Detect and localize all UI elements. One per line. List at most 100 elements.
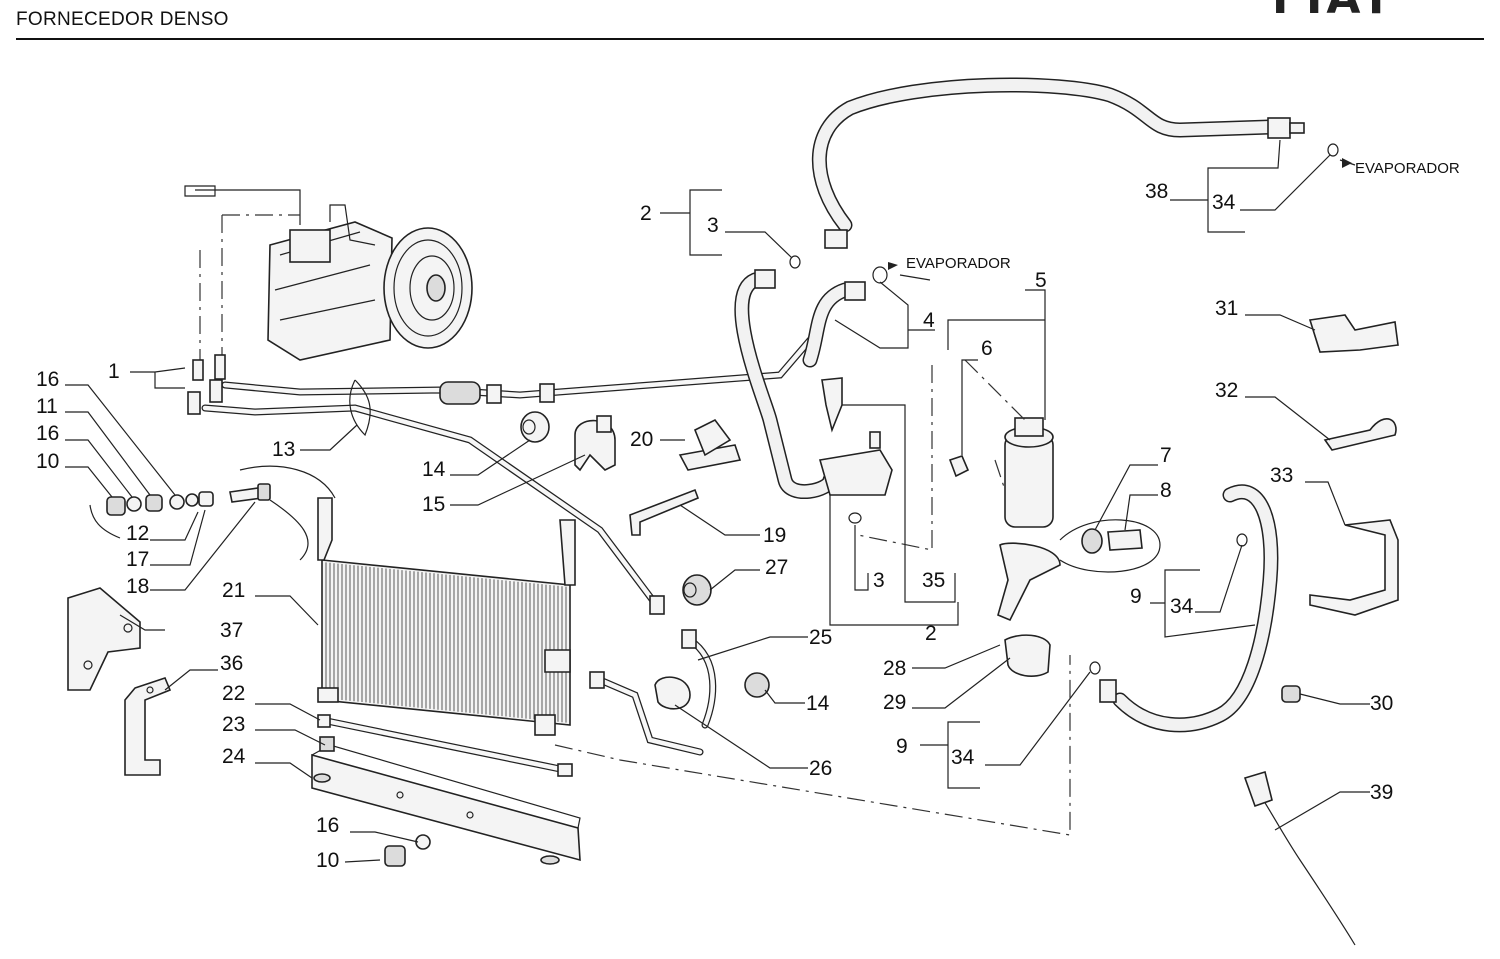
callout-20: 20: [630, 428, 653, 451]
callout-24: 24: [222, 745, 246, 768]
grommet-14-top: [520, 411, 550, 443]
callout-34: 34: [951, 746, 975, 769]
arrow-right-icon: [1342, 158, 1352, 168]
evaporador-label: EVAPORADOR: [1355, 160, 1460, 177]
callout-35: 35: [922, 569, 945, 592]
bracket-28: [997, 542, 1061, 622]
callout-38: 38: [1145, 180, 1168, 203]
bracket-36: [124, 677, 172, 776]
callout-25: 25: [809, 626, 832, 649]
callout-26: 26: [809, 757, 832, 780]
bolt-8: [1107, 529, 1143, 551]
callout-13: 13: [272, 438, 295, 461]
sensor-cable-39: [1243, 770, 1356, 946]
clip-31: [1308, 314, 1399, 353]
fitting-22: [317, 714, 331, 728]
nut-10-bottom: [384, 845, 406, 867]
callout-39: 39: [1370, 781, 1393, 804]
callout-33: 33: [1270, 464, 1293, 487]
pipe-clamp: [349, 379, 371, 437]
fiat-logo: FIAT: [1272, 0, 1392, 22]
bracket-33: [1309, 519, 1399, 616]
callout-34: 34: [1170, 595, 1194, 618]
callout-10: 10: [36, 450, 59, 473]
callout-27: 27: [765, 556, 788, 579]
callout-19: 19: [763, 524, 786, 547]
callout-37: 37: [220, 619, 243, 642]
oring-3-bottom: [848, 512, 862, 524]
callout-22: 22: [222, 682, 245, 705]
callout-6: 6: [981, 337, 993, 360]
callout-16: 16: [316, 814, 339, 837]
callout-3: 3: [707, 214, 719, 237]
callout-9: 9: [1130, 585, 1142, 608]
washer-7: [1081, 528, 1103, 554]
header-rule: [16, 38, 1484, 40]
leader-lines: [65, 139, 1370, 863]
drier-centerline: [857, 359, 1026, 551]
fittings-left-group: [89, 465, 336, 561]
callout-30: 30: [1370, 692, 1393, 715]
page-title: FORNECEDOR DENSO: [16, 9, 229, 30]
callout-34: 34: [1212, 191, 1236, 214]
compressor-centerline: [199, 214, 300, 360]
callout-31: 31: [1215, 297, 1238, 320]
callout-16: 16: [36, 368, 59, 391]
callout-32: 32: [1215, 379, 1238, 402]
callout-9: 9: [896, 735, 908, 758]
callout-7: 7: [1160, 444, 1172, 467]
detail-callout-7-8: [1059, 519, 1161, 573]
clamp-15: [574, 415, 616, 472]
callout-18: 18: [126, 575, 149, 598]
grommet-30: [1281, 685, 1301, 703]
bushing-23: [319, 736, 335, 752]
callout-12: 12: [126, 522, 149, 545]
condenser: [317, 497, 576, 736]
bracket-37: [67, 587, 141, 691]
callout-36: 36: [220, 652, 243, 675]
bracket-19: [629, 488, 700, 536]
oring-34-mid: [1236, 533, 1248, 547]
callout-3: 3: [873, 569, 885, 592]
washer-16-bottom: [415, 834, 431, 850]
hose-2-assembly: [734, 269, 893, 500]
band-29: [1004, 634, 1051, 677]
callout-4: 4: [923, 309, 935, 332]
callout-2: 2: [640, 202, 652, 225]
callout-29: 29: [883, 691, 906, 714]
compressor: [184, 185, 473, 361]
grommet-14-bottom: [744, 672, 770, 698]
oring-34-top: [1327, 143, 1339, 157]
callout-11: 11: [36, 395, 58, 418]
callout-14: 14: [422, 458, 446, 481]
oring-4: [872, 266, 888, 284]
callout-10: 10: [316, 849, 339, 872]
callout-2: 2: [925, 622, 937, 645]
receiver-drier: [1004, 417, 1054, 528]
evaporador-label: EVAPORADOR: [906, 255, 1011, 272]
callout-28: 28: [883, 657, 906, 680]
callout-15: 15: [422, 493, 445, 516]
clamp-26: [654, 676, 691, 710]
hose-9: [1099, 484, 1279, 733]
callout-17: 17: [126, 548, 149, 571]
hose-centerline: [554, 655, 1071, 836]
callout-14: 14: [806, 692, 830, 715]
grommet-27: [682, 574, 712, 606]
evaporator-hose-38: [811, 77, 1305, 249]
callout-1: 1: [108, 360, 120, 383]
callout-16: 16: [36, 422, 59, 445]
oring-34-low: [1089, 661, 1101, 675]
clip-32: [1323, 418, 1397, 451]
oring-3-top: [789, 255, 801, 269]
pressure-switch-6: [948, 455, 970, 478]
compressor-lines: [187, 336, 814, 614]
callout-labels: 1 2 3 4 5 6 7 8 9 9 10 10 11 12 13 14 14…: [36, 160, 1460, 872]
callout-21: 21: [222, 579, 245, 602]
callout-8: 8: [1160, 479, 1172, 502]
arrow-right-icon: [888, 262, 898, 270]
clip-20: [678, 418, 742, 471]
callout-5: 5: [1035, 269, 1047, 292]
callout-23: 23: [222, 713, 245, 736]
